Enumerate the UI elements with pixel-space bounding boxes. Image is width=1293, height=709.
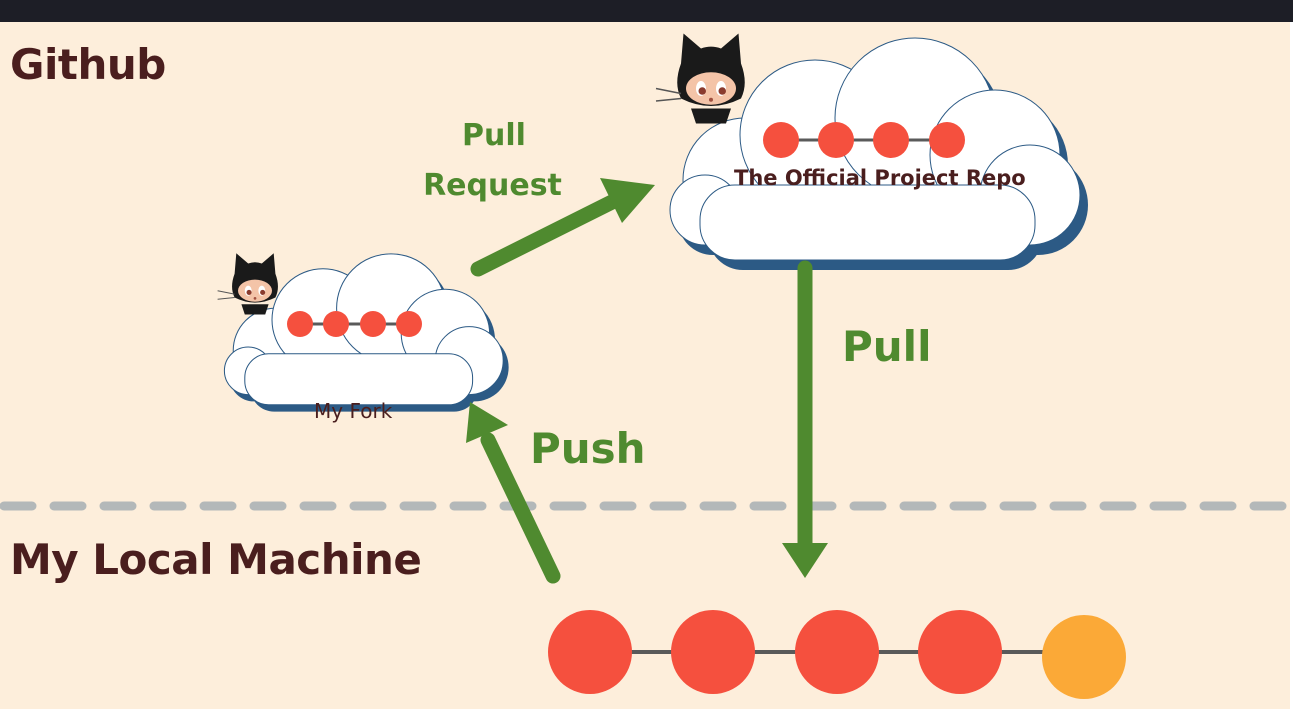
official-commit-3	[873, 122, 909, 158]
octocat-icon	[655, 32, 746, 125]
local-commit-new	[1042, 615, 1126, 699]
octocat-icon	[217, 252, 279, 316]
pull-request-label-line2: Request	[423, 168, 562, 203]
local-commit-4	[918, 610, 1002, 694]
pull-arrow	[782, 260, 828, 578]
push-label: Push	[530, 424, 646, 473]
official-commit-4	[929, 122, 965, 158]
local-commit-3	[795, 610, 879, 694]
pull-request-label-line1: Pull	[462, 118, 526, 153]
local-commit-1	[548, 610, 632, 694]
push-arrow	[466, 402, 561, 584]
pull-label: Pull	[842, 322, 932, 371]
pull-request-arrow	[470, 178, 655, 277]
local-section-title: My Local Machine	[10, 535, 422, 584]
top-bar	[0, 0, 1293, 22]
fork-commit-1	[287, 311, 313, 337]
fork-commit-chain	[287, 311, 422, 337]
fork-repo-label: My Fork	[314, 399, 393, 423]
official-commit-2	[818, 122, 854, 158]
github-section-title: Github	[10, 40, 166, 89]
official-commit-chain	[763, 122, 965, 158]
official-repo-label: The Official Project Repo	[734, 166, 1026, 190]
right-edge	[1290, 22, 1293, 709]
local-commit-2	[671, 610, 755, 694]
fork-commit-3	[360, 311, 386, 337]
fork-commit-2	[323, 311, 349, 337]
fork-commit-4	[396, 311, 422, 337]
official-commit-1	[763, 122, 799, 158]
local-commit-chain	[548, 610, 1126, 699]
